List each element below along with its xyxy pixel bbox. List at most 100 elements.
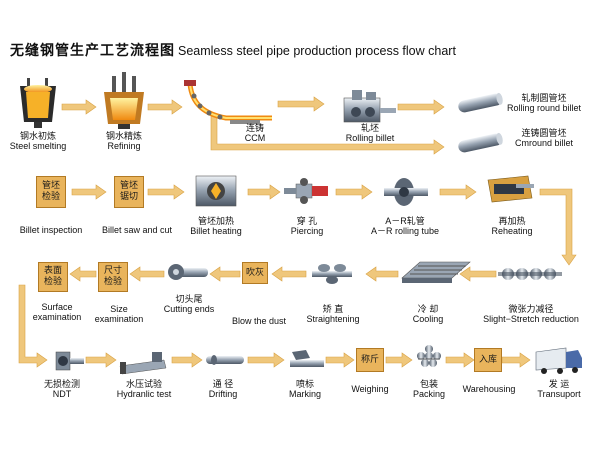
ndt-icon: [55, 351, 84, 371]
step-size-exam: Size examination: [94, 304, 144, 324]
arrow-right-down: [539, 188, 577, 266]
step-label-cn: 微张力减径: [508, 304, 554, 314]
stretch-reduction-icon: [498, 268, 562, 280]
ladle-icon: [20, 78, 56, 128]
step-label-cn: 钢水初炼: [19, 131, 56, 141]
title-en: Seamless steel pipe production process f…: [178, 44, 456, 58]
step-ar-rolling: A－R轧管 A－R rolling tube: [370, 216, 440, 236]
arrow-r3-5: [129, 266, 165, 282]
step-label-en: Packing: [412, 389, 446, 399]
round-billet-icon: [458, 92, 503, 113]
step-label-en: Transuport: [537, 389, 581, 399]
billet-saw-box: 管坯 锯切: [114, 176, 144, 208]
arrow-r4-1: [85, 352, 117, 368]
step-label-cn: 轧坯: [360, 123, 379, 133]
step-steel-smelting: 钢水初炼 Steel smelting: [8, 131, 68, 151]
arrow-r4-2: [171, 352, 203, 368]
step-label-en: Marking: [288, 389, 321, 399]
step-label-en: Rolling round billet: [506, 103, 582, 113]
step-billet-saw: Billet saw and cut: [101, 225, 173, 235]
step-label-en: Refining: [107, 141, 141, 151]
piercing-icon: [284, 178, 328, 204]
step-cutting-ends: 切头尾 Cutting ends: [156, 294, 222, 314]
step-label-cn: 轧制圆管坯: [521, 93, 567, 103]
step-label-cn: 冷 却: [417, 304, 439, 314]
step-label-cn: 切头尾: [175, 294, 203, 304]
arrow-r2-4: [335, 184, 373, 200]
furnace-icon: [104, 72, 144, 129]
arrow-r4-7: [501, 352, 531, 368]
step-warehousing: Warehousing: [462, 384, 516, 394]
step-rolling-billet: 轧坯 Rolling billet: [340, 123, 400, 143]
step-label-en: Drifting: [208, 389, 238, 399]
ccm-icon: [184, 80, 272, 124]
step-stretch-reduction: 微张力减径 Slight−Stretch reduction: [470, 304, 592, 324]
step-billet-heating: 管坯加热 Billet heating: [186, 216, 246, 236]
step-label-cn: 水压试验: [125, 379, 162, 389]
step-label-en: CCM: [244, 133, 266, 143]
step-blow-dust: Blow the dust: [231, 316, 287, 326]
step-weighing: Weighing: [351, 384, 389, 394]
cutting-ends-icon: [168, 264, 208, 280]
arrow-left-down: [18, 284, 48, 368]
step-label-cn: 再加热: [498, 216, 526, 226]
arrow-r1-4: [397, 99, 445, 115]
step-label-cn: 穿 孔: [296, 216, 318, 226]
arrow-r1-2: [147, 99, 183, 115]
step-label-en: Piercing: [290, 226, 324, 236]
marking-icon: [290, 350, 324, 367]
cmround-billet-icon: [458, 132, 503, 153]
step-refining: 钢水精炼 Refining: [94, 131, 154, 151]
step-ccm: 连铸 CCM: [240, 123, 270, 143]
warehousing-box: 入库: [474, 348, 502, 372]
step-label-cn: 无损检测: [43, 379, 80, 389]
reheating-icon: [487, 175, 534, 203]
arrow-ccm-path: [210, 115, 445, 155]
step-label-en: Straightening: [306, 314, 360, 324]
truck-icon: [535, 347, 582, 374]
packing-icon: [417, 345, 441, 367]
step-reheating: 再加热 Reheating: [482, 216, 542, 236]
arrow-r3-2: [365, 266, 399, 282]
arrow-r2-2: [147, 184, 185, 200]
step-ndt: 无损检测 NDT: [32, 379, 92, 399]
step-label-cn: 通 径: [212, 379, 234, 389]
step-label-cn: 包装: [419, 379, 438, 389]
step-label-cn: 钢水精炼: [105, 131, 142, 141]
step-label-cn: 连铸: [245, 123, 264, 133]
blow-dust-box: 吹灰: [242, 262, 268, 284]
cooling-bed-icon: [401, 261, 471, 283]
billet-inspection-box: 管坯 检验: [36, 176, 66, 208]
step-packing: 包装 Packing: [404, 379, 454, 399]
step-cmround-billet: 连铸圆管坯 Cmround billet: [494, 128, 594, 148]
step-label-en: Reheating: [491, 226, 533, 236]
arrow-r1-3: [277, 96, 325, 112]
step-drifting: 通 径 Drifting: [198, 379, 248, 399]
arrow-r2-1: [71, 184, 107, 200]
step-rolling-round-billet: 轧制圆管坯 Rolling round billet: [494, 93, 594, 113]
step-label-cn: 管坯加热: [197, 216, 234, 226]
step-label-cn: 连铸圆管坯: [521, 128, 567, 138]
arrow-r3-6: [69, 266, 97, 282]
step-label-en: Slight−Stretch reduction: [483, 314, 579, 324]
step-label-cn: 矫 直: [322, 304, 344, 314]
heating-furnace-icon: [195, 175, 237, 207]
arrow-r4-6: [445, 352, 475, 368]
arrow-r1-1: [61, 99, 97, 115]
step-transport: 发 运 Transuport: [524, 379, 594, 399]
arrow-r3-4: [209, 266, 241, 282]
step-billet-inspection: Billet inspection: [19, 225, 83, 235]
step-label-cn: 发 运: [548, 379, 570, 389]
step-cooling: 冷 却 Cooling: [400, 304, 456, 324]
title-cn: 无缝钢管生产工艺流程图: [10, 43, 175, 59]
weighing-box: 称斤: [356, 348, 384, 372]
arrow-r4-5: [385, 352, 413, 368]
arrow-r3-1: [459, 266, 497, 282]
step-straightening: 矫 直 Straightening: [298, 304, 368, 324]
ar-rolling-icon: [384, 178, 428, 206]
step-label-en: Hydranlic test: [116, 389, 172, 399]
step-surface-exam: Surface examination: [32, 302, 82, 322]
arrow-r4-4: [325, 352, 355, 368]
